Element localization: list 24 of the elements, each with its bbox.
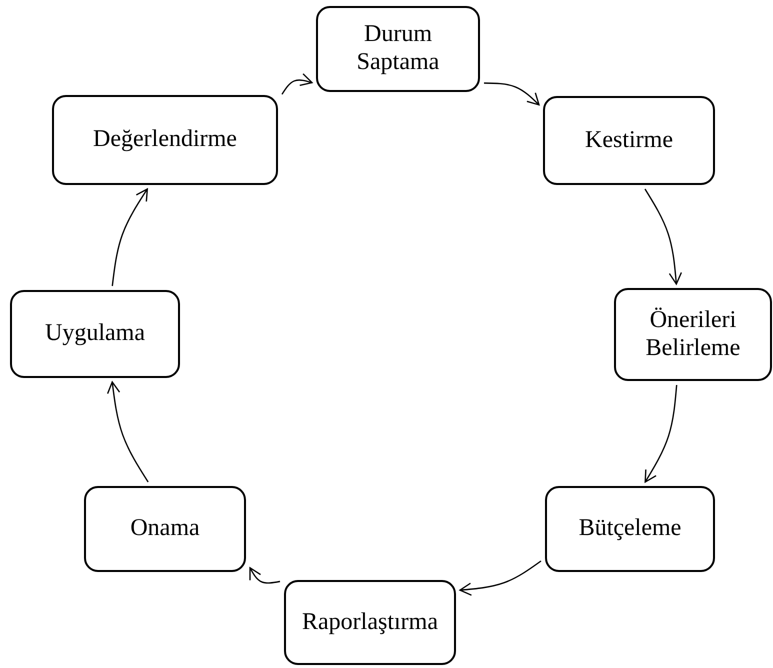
arrow bbox=[112, 188, 148, 286]
process-box bbox=[52, 95, 278, 185]
box-label: Kestirme bbox=[585, 126, 673, 154]
process-box bbox=[10, 290, 180, 378]
box-label: Bütçeleme bbox=[578, 515, 682, 543]
arrow bbox=[484, 82, 540, 106]
process-box bbox=[614, 288, 772, 381]
process-box bbox=[543, 96, 715, 185]
process-box bbox=[545, 486, 715, 572]
box-label: Raporlaştırma bbox=[302, 608, 438, 636]
process-box bbox=[316, 6, 480, 92]
process-box bbox=[284, 580, 456, 665]
arrow bbox=[249, 567, 280, 584]
arrow bbox=[459, 560, 542, 596]
arrow bbox=[644, 384, 678, 483]
box-label: Önerileri Belirleme bbox=[644, 306, 742, 362]
box-label: Onama bbox=[130, 515, 200, 543]
arrow bbox=[644, 188, 682, 285]
box-label: Değerlendirme bbox=[93, 126, 237, 154]
arrow bbox=[281, 73, 313, 95]
process-box bbox=[84, 486, 246, 572]
box-label: Durum Saptama bbox=[356, 21, 440, 77]
box-label: Uygulama bbox=[45, 320, 145, 348]
arrow bbox=[106, 381, 149, 482]
